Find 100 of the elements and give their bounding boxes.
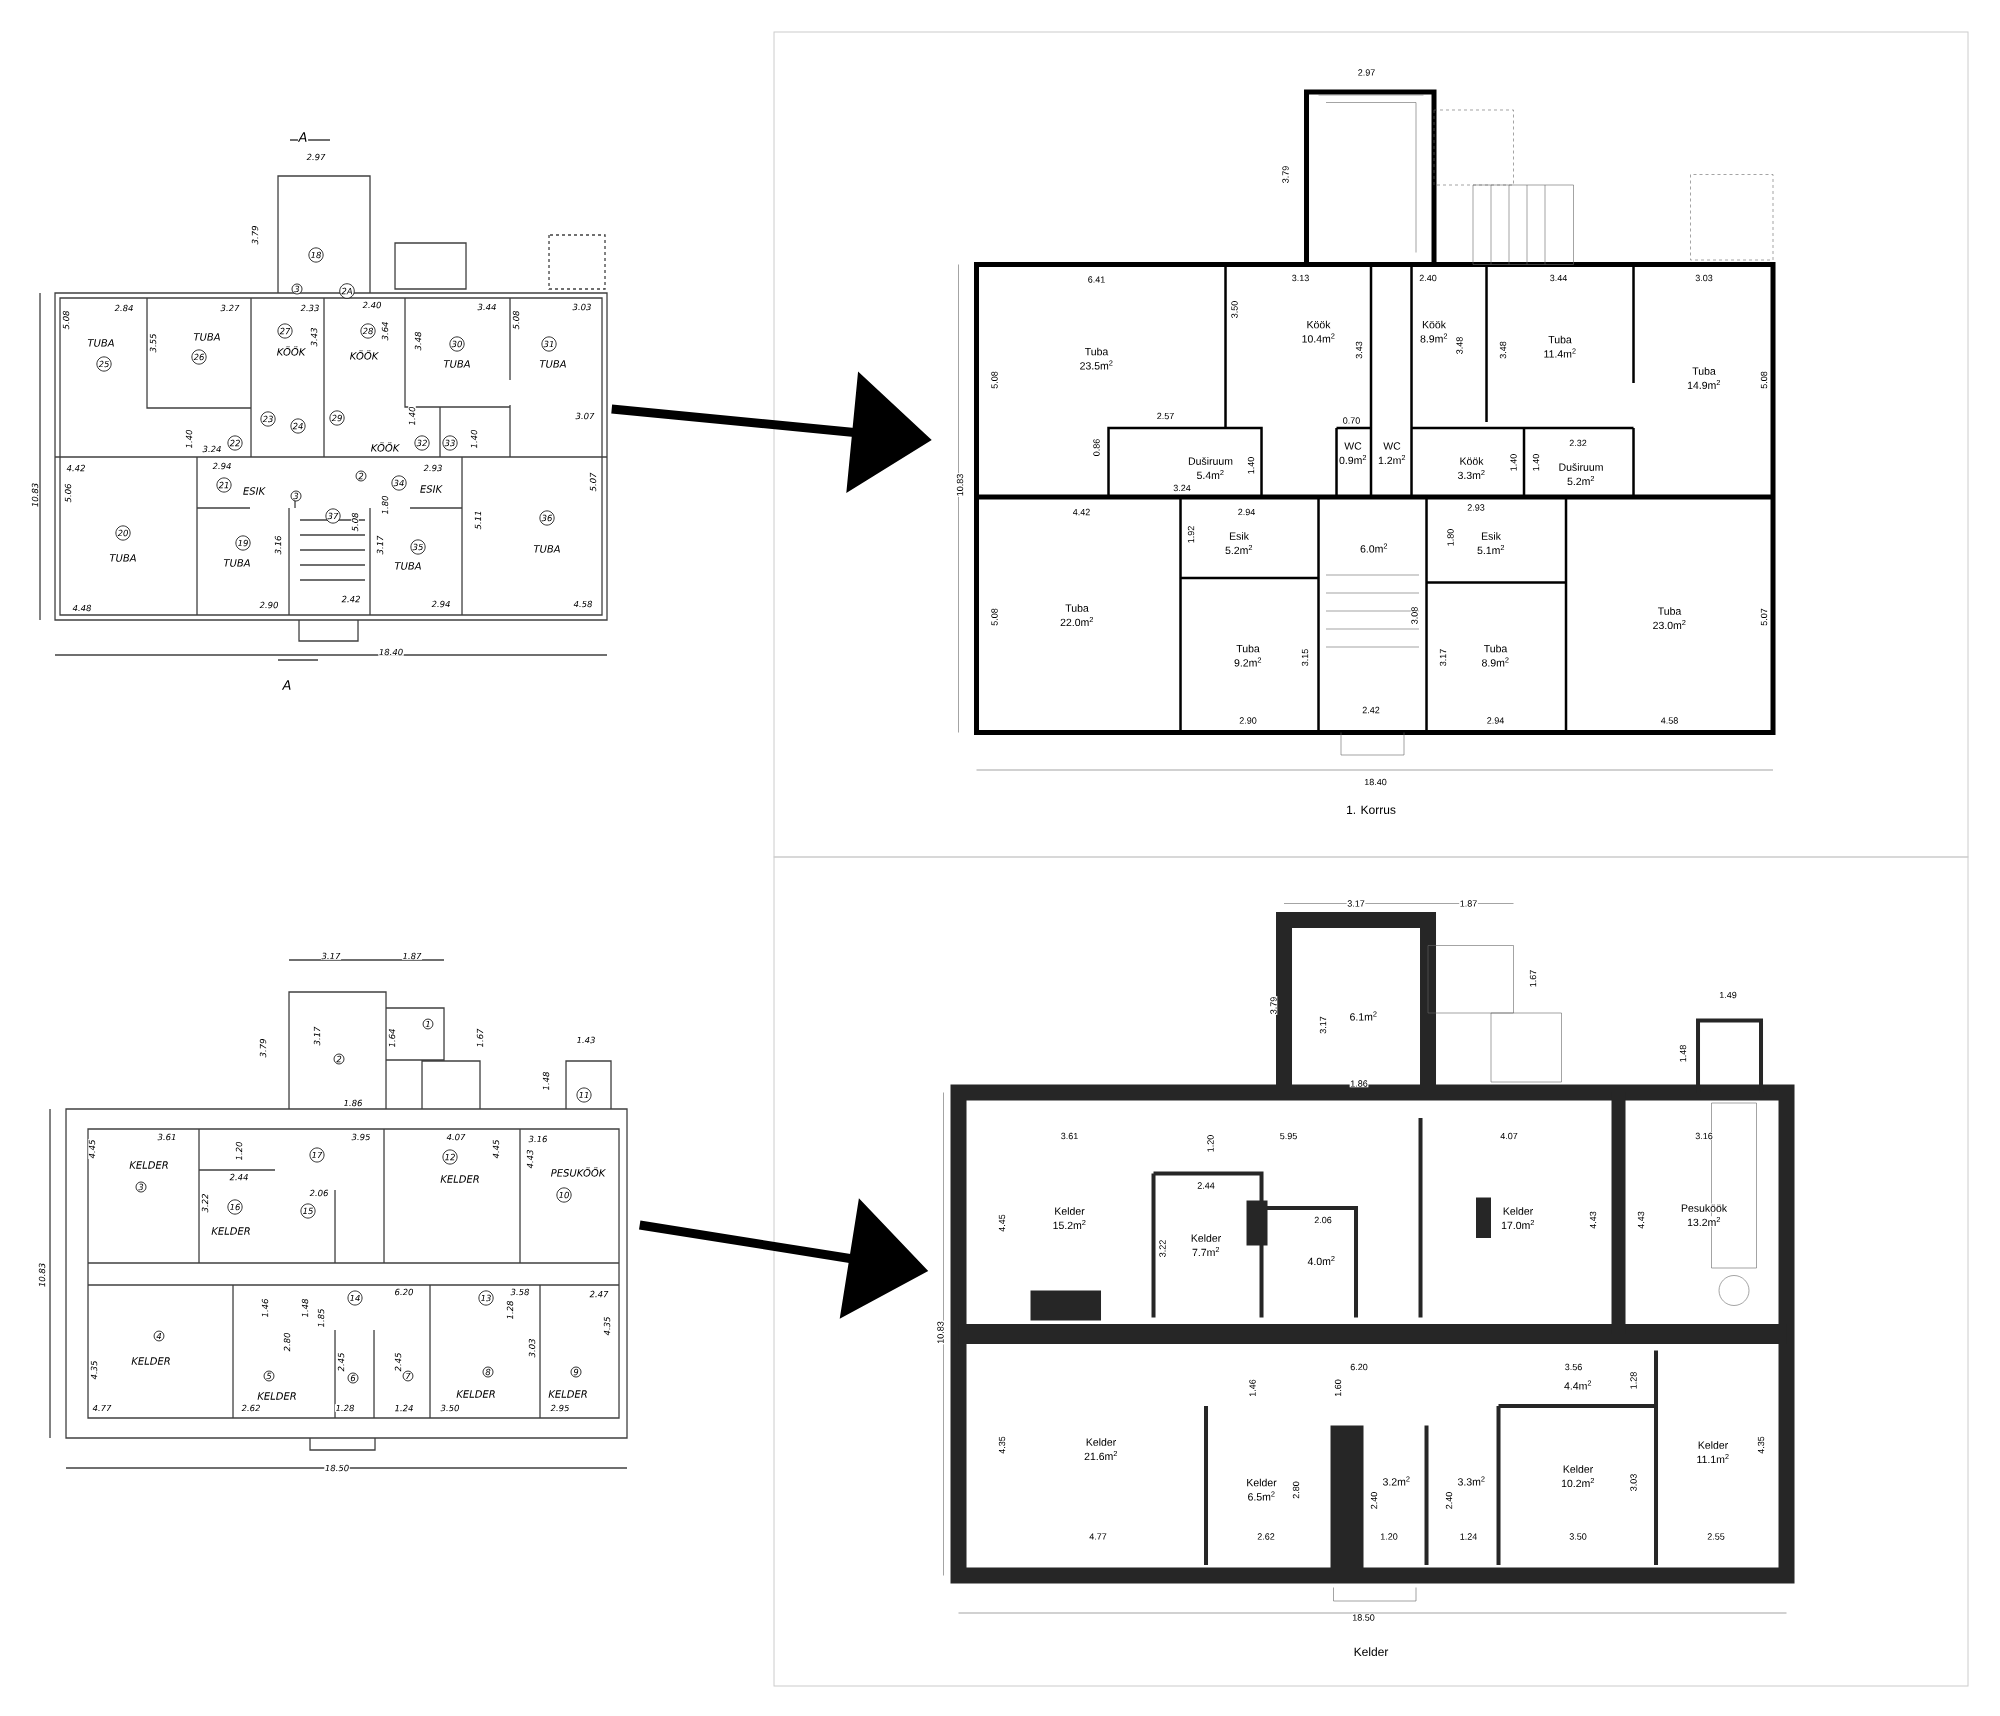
dimension-label: 4.07 <box>1499 1132 1519 1140</box>
dimension-label: 1.92 <box>1187 525 1195 544</box>
area-label: 0.9m$^{2}$ <box>1338 454 1368 465</box>
dimension-label: 1.43 <box>575 1036 597 1044</box>
room-number: 20 <box>115 525 131 541</box>
dimension-label: 4.43 <box>1637 1210 1645 1230</box>
dimension-label: 1.28 <box>334 1404 356 1412</box>
room-number: 21 <box>216 477 232 493</box>
dimension-label: 3.17 <box>1439 648 1447 667</box>
dimension-label: 3.22 <box>1158 1239 1167 1258</box>
dimension-label: 5.06 <box>64 482 72 504</box>
room-label: KELDER <box>256 1391 298 1401</box>
dimension-label: 3.08 <box>1410 606 1419 625</box>
dimension-label: 4.77 <box>91 1404 113 1412</box>
dimension-label: 3.50 <box>1568 1532 1588 1541</box>
room-label: KÖÖK <box>276 345 306 357</box>
dimension-label: 3.13 <box>1291 274 1310 282</box>
dimension-label: 3.50 <box>1230 300 1239 319</box>
dimension-label: 3.44 <box>1549 274 1568 282</box>
room-number: 5 <box>263 1370 275 1382</box>
plan-caption: 1. Korrus <box>1347 805 1396 814</box>
dimension-label: 0.86 <box>1092 438 1101 457</box>
dimension-label: 1.46 <box>1248 1378 1257 1398</box>
dimension-label: 2.90 <box>1238 716 1258 725</box>
dimension-label: 3.16 <box>274 534 282 556</box>
room-number: 34 <box>391 475 407 491</box>
room-label: Duširuum <box>1557 462 1605 472</box>
room-label: Esik <box>1228 531 1250 541</box>
area-label: 6.5m$^{2}$ <box>1246 1490 1277 1502</box>
room-number: 6 <box>347 1372 359 1384</box>
dimension-label: 4.58 <box>1660 716 1679 725</box>
dimension-label: 4.45 <box>88 1138 96 1160</box>
dimension-label: 3.58 <box>509 1288 531 1296</box>
room-label: TUBA <box>108 553 138 563</box>
dimension-label: 5.07 <box>1760 607 1768 627</box>
room-number: 2 <box>355 470 367 482</box>
room-label: KELDER <box>130 1356 172 1366</box>
room-number: 23 <box>260 411 276 427</box>
room-label: Tuba <box>1235 644 1261 653</box>
area-label: 5.2m$^{2}$ <box>1566 475 1596 486</box>
dimension-label: 3.56 <box>1564 1363 1583 1371</box>
dimension-label: 6.20 <box>393 1288 415 1296</box>
dimension-label: 1.24 <box>1459 1532 1478 1541</box>
area-label: 4.4m$^{2}$ <box>1563 1379 1593 1391</box>
room-number: 28 <box>360 323 376 339</box>
room-number: 8 <box>482 1366 494 1378</box>
dimension-label: 3.03 <box>528 1337 536 1359</box>
room-number: 15 <box>300 1203 316 1219</box>
dimension-label: 1.80 <box>1446 528 1455 547</box>
dimension-label: 3.24 <box>201 445 223 453</box>
room-number: 32 <box>414 435 430 451</box>
room-number: 16 <box>227 1199 243 1215</box>
dimension-label: 18.50 <box>324 1464 350 1472</box>
room-number: 35 <box>410 539 426 555</box>
dimension-label: 1.28 <box>1629 1371 1638 1390</box>
room-number: 37 <box>325 508 341 524</box>
dimension-label: 4.43 <box>526 1148 534 1170</box>
area-label: 14.9m$^{2}$ <box>1686 379 1722 390</box>
room-label: Köök <box>1305 320 1332 329</box>
dimension-label: 2.62 <box>240 1404 262 1412</box>
dimension-label: 4.43 <box>1589 1210 1597 1230</box>
dimension-label: 4.35 <box>998 1435 1006 1455</box>
dimension-label: 1.40 <box>1509 453 1518 472</box>
room-number: 22 <box>227 435 243 451</box>
area-label: 23.5m$^{2}$ <box>1079 359 1114 371</box>
dimension-label: 3.27 <box>219 304 241 312</box>
room-label: Kelder <box>1502 1206 1534 1216</box>
dimension-label: 4.42 <box>65 464 87 472</box>
room-label: WC <box>1343 441 1363 451</box>
dimension-label: 2.40 <box>361 301 383 309</box>
dimension-label: 3.24 <box>1172 484 1192 492</box>
area-label: 9.2m$^{2}$ <box>1233 656 1263 668</box>
room-number: 30 <box>449 336 465 352</box>
area-label: 6.1m$^{2}$ <box>1348 1010 1379 1022</box>
room-label: Kelder <box>1190 1233 1222 1243</box>
room-label: Tuba <box>1084 347 1109 356</box>
dimension-label: 1.24 <box>393 1404 415 1412</box>
room-number: 18 <box>308 247 324 263</box>
room-label: Pesuköök <box>1680 1203 1728 1213</box>
room-label: TUBA <box>538 359 568 369</box>
dimension-label: 2.40 <box>1370 1491 1378 1510</box>
dimension-label: 4.35 <box>603 1315 611 1337</box>
dimension-label: 3.17 <box>1346 899 1366 908</box>
dimension-label: 1.86 <box>1349 1079 1369 1088</box>
dimension-label: 3.79 <box>1281 165 1290 184</box>
room-label: Kelder <box>1562 1464 1594 1474</box>
dimension-label: 3.03 <box>571 303 593 311</box>
area-label: 4.0m$^{2}$ <box>1306 1255 1337 1266</box>
room-number: 33 <box>442 435 458 451</box>
dimension-label: 1.60 <box>1334 1378 1342 1398</box>
dimension-label: 1.20 <box>235 1140 243 1162</box>
room-label: Esik <box>1480 531 1502 541</box>
dimension-label: 3.16 <box>1694 1132 1714 1140</box>
area-label: 5.4m$^{2}$ <box>1195 469 1226 480</box>
dimension-label: 1.40 <box>470 428 478 450</box>
area-label: 7.7m$^{2}$ <box>1191 1246 1221 1257</box>
dimension-label: 6.20 <box>1349 1363 1369 1371</box>
dimension-label: 1.40 <box>1532 453 1540 472</box>
dimension-label: 2.06 <box>308 1189 330 1197</box>
plan-caption: Kelder <box>1354 1647 1389 1656</box>
